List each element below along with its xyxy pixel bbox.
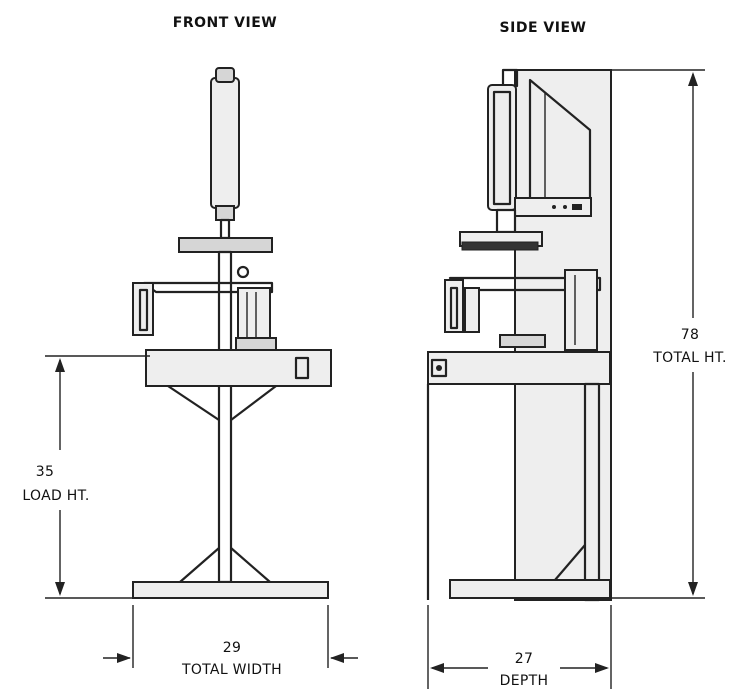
side-view-machine xyxy=(426,68,612,602)
arrow-up-icon xyxy=(55,358,65,372)
depth-label: DEPTH xyxy=(500,673,549,689)
arrow-left-icon xyxy=(430,663,444,673)
arrow-up-icon xyxy=(688,72,698,86)
load-height-value: 35 xyxy=(36,464,54,480)
front-cylinder-cap xyxy=(215,67,235,83)
front-view-title: FRONT VIEW xyxy=(173,15,277,31)
arrow-right-icon xyxy=(595,663,609,673)
side-rear-leg xyxy=(583,382,601,602)
total-width-value: 29 xyxy=(223,640,241,656)
side-view-title: SIDE VIEW xyxy=(500,20,587,36)
front-knob-icon xyxy=(236,265,250,279)
side-press-pad xyxy=(461,241,539,251)
arrow-right-icon xyxy=(117,653,131,663)
front-clamp xyxy=(235,337,277,351)
front-load-height-dimension: 35 LOAD HT. xyxy=(22,355,150,599)
total-width-label: TOTAL WIDTH xyxy=(181,662,282,678)
depth-value: 27 xyxy=(515,651,533,667)
side-piston xyxy=(495,208,517,234)
front-center-column xyxy=(217,250,233,584)
front-cylinder xyxy=(210,77,240,209)
side-fixture xyxy=(499,334,546,348)
side-table xyxy=(427,351,611,385)
front-table-lock xyxy=(294,356,310,380)
front-cylinder-collar xyxy=(215,205,235,221)
side-table-lock xyxy=(430,358,448,378)
total-height-value: 78 xyxy=(681,327,699,343)
side-left-guide xyxy=(444,279,464,333)
arrow-down-icon xyxy=(688,582,698,596)
front-right-bracket xyxy=(237,287,271,341)
side-second-guide xyxy=(464,287,480,333)
total-height-label: TOTAL HT. xyxy=(652,350,726,366)
front-total-width-dimension: 29 TOTAL WIDTH xyxy=(103,605,358,678)
front-base xyxy=(132,581,329,599)
front-base-braces xyxy=(179,547,271,583)
side-base xyxy=(449,579,611,599)
side-depth-dimension: 27 DEPTH xyxy=(427,605,612,689)
arrow-left-icon xyxy=(330,653,344,663)
side-cylinder xyxy=(487,84,517,211)
side-total-height-dimension: 78 TOTAL HT. xyxy=(611,69,726,599)
side-right-bracket xyxy=(564,269,598,351)
front-view-machine xyxy=(132,67,332,599)
arrow-down-icon xyxy=(55,582,65,596)
load-height-label: LOAD HT. xyxy=(22,488,89,504)
front-piston-rod xyxy=(219,218,231,240)
front-table xyxy=(145,349,332,387)
front-press-plate xyxy=(178,237,273,253)
front-left-guide-inner xyxy=(138,288,149,332)
